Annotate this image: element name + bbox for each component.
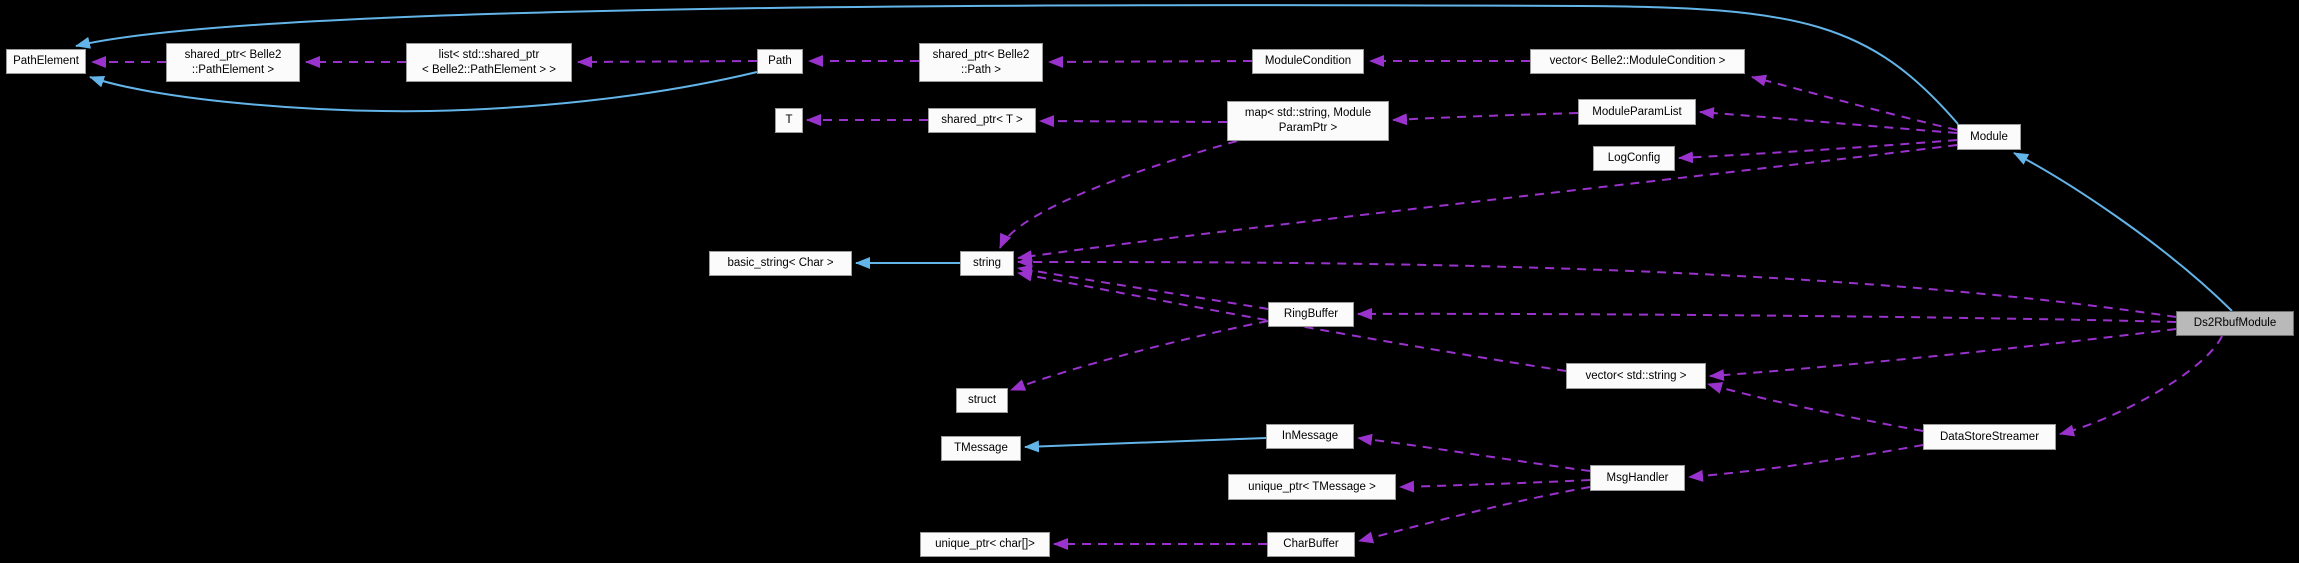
edge-map-to-string — [999, 140, 1238, 249]
edge-msghandler-to-uniqueptrtmessage — [1399, 479, 1591, 493]
node-unique-ptr-char[interactable]: unique_ptr< char[]> — [920, 532, 1050, 557]
node-modulecondition[interactable]: ModuleCondition — [1252, 49, 1364, 74]
edge-inmessage-to-tmessage — [1024, 437, 1267, 453]
edge-ds2rbuf-to-datastorestreamer — [2059, 335, 2223, 437]
node-shared-ptr-pathelement[interactable]: shared_ptr< Belle2 ::PathElement > — [166, 43, 300, 82]
edge-modulecondition-to-sharedptrpath — [1048, 55, 1253, 68]
edge-vectorstring-to-string — [1017, 269, 1567, 372]
node-unique-ptr-tmessage[interactable]: unique_ptr< TMessage > — [1228, 474, 1396, 500]
node-datastorestreamer[interactable]: DataStoreStreamer — [1923, 424, 2056, 450]
edge-module-to-logconfig — [1678, 139, 1958, 164]
node-basic-string[interactable]: basic_string< Char > — [709, 251, 852, 276]
edge-moduleparamlist-to-map — [1392, 112, 1579, 126]
edge-ds2rbuf-to-string — [1017, 255, 2177, 318]
edge-module-to-pathelement — [75, 4, 1959, 125]
node-inmessage[interactable]: InMessage — [1266, 424, 1354, 449]
node-path[interactable]: Path — [757, 49, 803, 74]
edge-datastorestreamer-to-msghandler — [1688, 444, 1924, 482]
edge-msghandler-to-charbuffer — [1358, 486, 1591, 544]
edge-ds2rbuf-to-vectorstring — [1709, 328, 2177, 382]
edge-ringbuffer-to-struct — [1010, 320, 1269, 391]
node-ds2rbufmodule[interactable]: Ds2RbufModule — [2176, 311, 2294, 336]
edge-ringbuffer-to-string — [1017, 264, 1269, 310]
node-shared-ptr-path[interactable]: shared_ptr< Belle2 ::Path > — [919, 43, 1043, 82]
node-vector-modulecondition[interactable]: vector< Belle2::ModuleCondition > — [1530, 49, 1745, 74]
node-module[interactable]: Module — [1957, 124, 2021, 150]
edge-msghandler-to-inmessage — [1357, 433, 1591, 472]
node-charbuffer[interactable]: CharBuffer — [1267, 532, 1355, 557]
edge-module-to-string — [1017, 144, 1958, 262]
edge-map-to-sharedptrt — [1039, 115, 1228, 128]
edge-module-to-vectormc — [1751, 74, 1958, 131]
edge-ds2rbuf-to-ringbuffer — [1357, 307, 2177, 323]
node-msghandler[interactable]: MsgHandler — [1590, 465, 1685, 491]
node-tmessage[interactable]: TMessage — [941, 436, 1021, 461]
edge-path-to-list — [577, 55, 758, 68]
edge-module-to-moduleparamlist — [1699, 107, 1958, 134]
node-list-shared-ptr-pathelement[interactable]: list< std::shared_ptr < Belle2::PathElem… — [406, 43, 572, 82]
node-pathelement[interactable]: PathElement — [6, 49, 86, 74]
node-string[interactable]: string — [960, 251, 1014, 276]
node-shared-ptr-t[interactable]: shared_ptr< T > — [928, 108, 1036, 133]
edge-ds2rbuf-to-module — [2013, 152, 2233, 312]
node-logconfig[interactable]: LogConfig — [1593, 146, 1675, 171]
node-ringbuffer[interactable]: RingBuffer — [1268, 302, 1354, 327]
node-map-moduleparamptr[interactable]: map< std::string, Module ParamPtr > — [1227, 101, 1389, 141]
node-moduleparamlist[interactable]: ModuleParamList — [1578, 99, 1696, 125]
node-struct[interactable]: struct — [956, 388, 1008, 413]
node-vector-string[interactable]: vector< std::string > — [1566, 363, 1706, 389]
edge-datastorestreamer-to-vectorstring — [1707, 382, 1924, 432]
node-t[interactable]: T — [775, 108, 803, 133]
edge-path-to-pathelement — [89, 71, 758, 113]
